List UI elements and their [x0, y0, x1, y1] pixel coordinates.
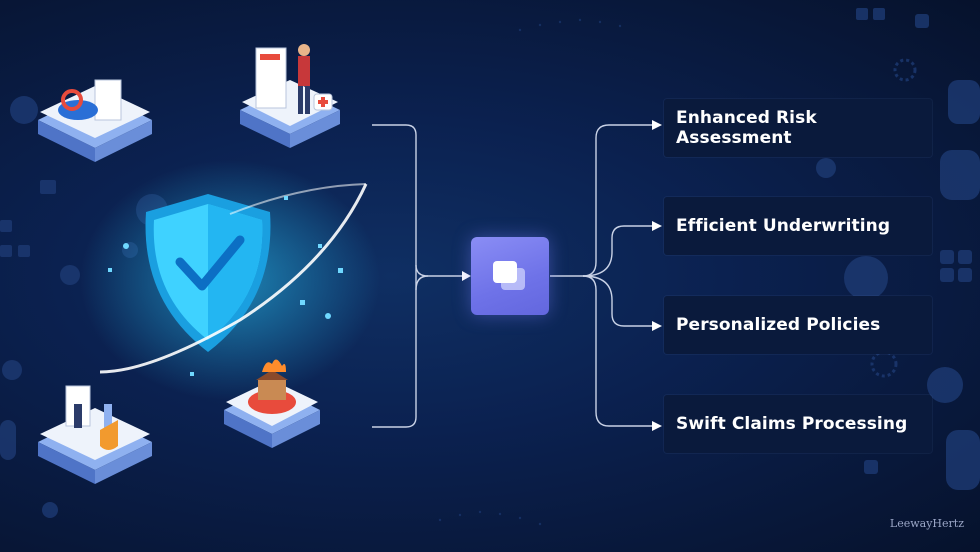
home-fire-insurance-icon [224, 359, 320, 448]
output-box-risk-assessment: Enhanced Risk Assessment [664, 99, 932, 157]
car-insurance-icon [38, 79, 152, 162]
shield-check-icon [99, 183, 368, 374]
health-insurance-icon [240, 44, 340, 148]
output-box-policies: Personalized Policies [664, 296, 932, 354]
output-label: Enhanced Risk Assessment [676, 108, 817, 148]
output-box-underwriting: Efficient Underwriting [664, 197, 932, 255]
output-label: Swift Claims Processing [676, 414, 908, 434]
watermark: LeewayHertz [889, 517, 964, 530]
output-label: Efficient Underwriting [676, 216, 891, 236]
output-box-claims: Swift Claims Processing [664, 395, 932, 453]
output-label: Personalized Policies [676, 315, 881, 335]
contract-insurance-icon [38, 385, 152, 484]
chat-bubbles-icon [493, 261, 525, 290]
hub-node [471, 237, 549, 315]
